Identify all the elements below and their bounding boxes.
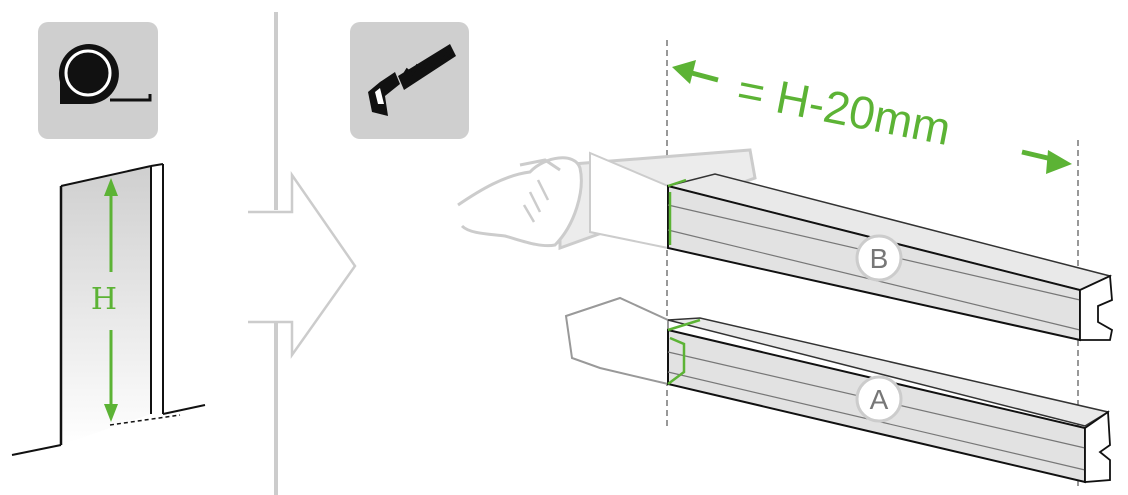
tape-measure-icon [38,22,158,139]
cut-formula: = H-20mm [733,63,955,155]
length-arrow-left [672,60,719,84]
profile-a-badge [855,375,903,423]
saw-icon [350,22,469,139]
height-label: H [91,282,117,317]
length-arrow-right [1021,149,1072,174]
profile-b-label: B [870,243,889,274]
door-illustration [11,163,206,456]
profile-a-label: A [870,384,889,415]
flow-arrow [248,170,357,359]
height-arrow [104,178,118,422]
profile-b-badge [855,234,903,282]
